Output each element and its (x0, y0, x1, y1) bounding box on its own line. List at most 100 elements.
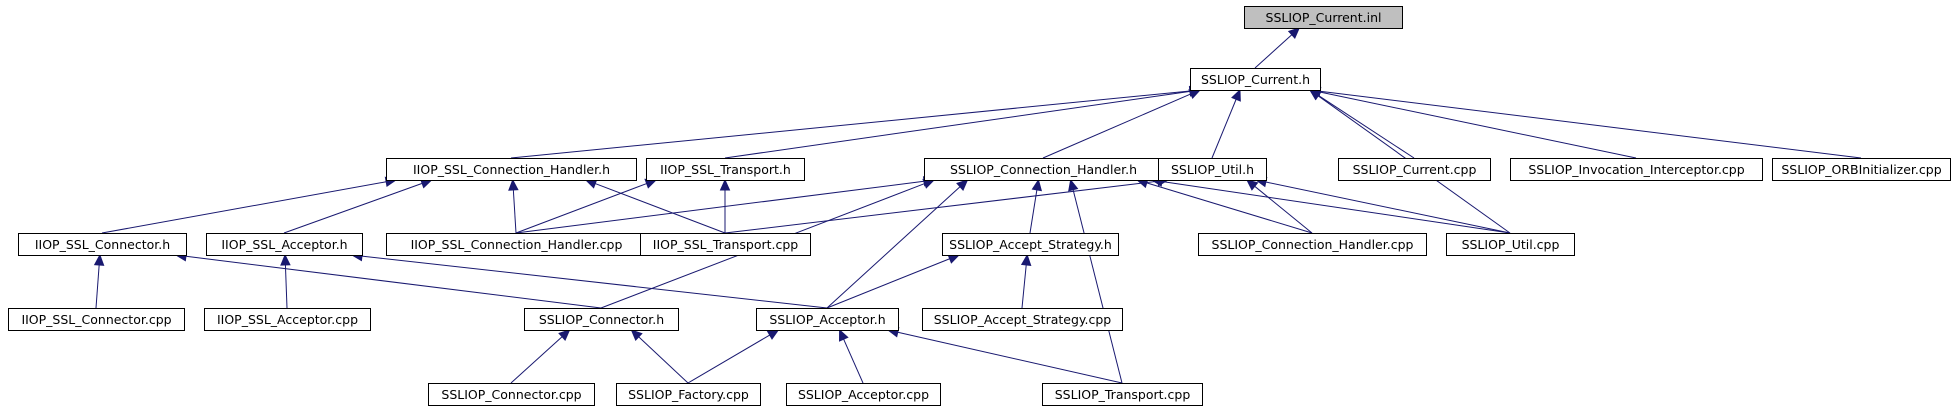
arrowhead-accept_strategy_h-to-ssliop_conn_handler_h (1031, 178, 1043, 192)
file-node-accept-strategy-h[interactable]: SSLIOP_Accept_Strategy.h (942, 233, 1119, 256)
edge-factory_cpp-to-ssliop_connector_h (638, 336, 689, 384)
edge-ssliop_connector_h-to-iiop_connector_h (185, 255, 602, 309)
edge-iiop_conn_handler_cpp-to-iiop_conn_handler_h (512, 189, 517, 234)
arrowhead-ssliop_util_cpp-to-current_h (1309, 89, 1322, 101)
file-node-box (428, 383, 595, 406)
file-node-label: SSLIOP_Current.cpp (1353, 162, 1477, 177)
edge-orbinitializer_cpp-to-current_h (1319, 90, 1862, 159)
file-node-iiop-connector-h[interactable]: IIOP_SSL_Connector.h (18, 233, 187, 256)
file-node-iiop-transport-h[interactable]: IIOP_SSL_Transport.h (646, 158, 805, 181)
file-node-label: IIOP_SSL_Connector.cpp (21, 312, 171, 327)
edge-iiop_connector_h-to-iiop_conn_handler_h (101, 181, 387, 234)
file-node-ssliop-acceptor-h[interactable]: SSLIOP_Acceptor.h (756, 308, 899, 331)
file-node-current-cpp[interactable]: SSLIOP_Current.cpp (1338, 158, 1491, 181)
file-node-ssliop-conn-handler-h[interactable]: SSLIOP_Connection_Handler.h (924, 158, 1163, 181)
file-node-label: SSLIOP_Accept_Strategy.cpp (934, 312, 1112, 327)
file-node-ssliop-transport-cpp[interactable]: SSLIOP_Transport.cpp (1042, 383, 1203, 406)
file-node-box (640, 233, 811, 256)
file-node-label: SSLIOP_Transport.cpp (1055, 387, 1191, 402)
edge-iiop_transport_cpp-to-iiop_conn_handler_h (595, 183, 726, 234)
file-node-iiop-transport-cpp[interactable]: IIOP_SSL_Transport.cpp (640, 233, 811, 256)
edge-iiop_conn_handler_cpp-to-ssliop_conn_handler_h (515, 180, 925, 234)
edge-factory_cpp-to-ssliop_acceptor_h (687, 334, 770, 384)
file-node-box (1338, 158, 1491, 181)
file-node-iiop-acceptor-cpp[interactable]: IIOP_SSL_Acceptor.cpp (204, 308, 371, 331)
arrowhead-iiop_connector_cpp-to-iiop_connector_h (93, 253, 105, 266)
file-node-iiop-acceptor-h[interactable]: IIOP_SSL_Acceptor.h (206, 233, 363, 256)
arrowhead-iiop_conn_handler_cpp-to-iiop_conn_handler_h (508, 178, 519, 191)
edge-ssliop_connector_cpp-to-ssliop_connector_h (510, 336, 563, 384)
file-node-ssliop-acceptor-cpp[interactable]: SSLIOP_Acceptor.cpp (786, 383, 941, 406)
file-node-box (1042, 383, 1203, 406)
file-node-box (386, 158, 637, 181)
edge-iiop_conn_handler_cpp-to-iiop_transport_h (515, 183, 647, 234)
file-node-iiop-connector-cpp[interactable]: IIOP_SSL_Connector.cpp (8, 308, 185, 331)
file-node-iiop-conn-handler-h[interactable]: IIOP_SSL_Connection_Handler.h (386, 158, 637, 181)
file-node-box (1244, 6, 1403, 29)
file-node-ssliop-util-cpp[interactable]: SSLIOP_Util.cpp (1446, 233, 1575, 256)
file-node-label: IIOP_SSL_Connector.h (35, 237, 170, 252)
file-node-box (646, 158, 805, 181)
edge-iiop_connector_cpp-to-iiop_connector_h (95, 264, 100, 309)
file-node-label: SSLIOP_Util.h (1171, 162, 1254, 177)
edge-iiop_acceptor_cpp-to-iiop_acceptor_h (284, 264, 288, 309)
file-node-label: SSLIOP_ORBInitializer.cpp (1781, 162, 1941, 177)
arrowhead-ssliop_acceptor_cpp-to-ssliop_acceptor_h (839, 328, 849, 342)
edge-ssliop_transport_cpp-to-ssliop_conn_handler_h (1072, 189, 1123, 384)
node-layer: SSLIOP_Current.inlSSLIOP_Current.hIIOP_S… (8, 6, 1951, 406)
file-node-factory-cpp[interactable]: SSLIOP_Factory.cpp (616, 383, 761, 406)
edge-iiop_transport_h-to-current_h (724, 90, 1191, 159)
arrowhead-ssliop_acceptor_h-to-ssliop_conn_handler_h (956, 179, 969, 191)
edge-ssliop_acceptor_h-to-iiop_acceptor_h (361, 255, 828, 309)
arrowhead-ssliop_util_h-to-current_h (1231, 88, 1241, 102)
arrowhead-ssliop_conn_handler_h-to-current_h (1188, 89, 1202, 100)
arrowhead-iiop_transport_cpp-to-iiop_transport_h (719, 178, 731, 191)
edge-accept_strategy_cpp-to-accept_strategy_h (1021, 264, 1027, 309)
file-node-label: SSLIOP_Invocation_Interceptor.cpp (1528, 162, 1744, 177)
file-node-box (206, 233, 363, 256)
file-node-current-inl[interactable]: SSLIOP_Current.inl (1244, 6, 1403, 29)
edge-iiop_acceptor_h-to-iiop_conn_handler_h (283, 182, 423, 234)
edge-ssliop_util_cpp-to-ssliop_util_h (1265, 181, 1511, 234)
file-node-box (18, 233, 187, 256)
edge-ssliop_util_h-to-current_h (1211, 99, 1237, 159)
file-node-ssliop-conn-handler-cpp[interactable]: SSLIOP_Connection_Handler.cpp (1198, 233, 1427, 256)
edge-ssliop_util_cpp-to-ssliop_conn_handler_h (1161, 180, 1511, 234)
file-node-ssliop-connector-cpp[interactable]: SSLIOP_Connector.cpp (428, 383, 595, 406)
arrowhead-ssliop_transport_cpp-to-ssliop_conn_handler_h (1068, 178, 1079, 192)
file-node-box (616, 383, 761, 406)
file-node-box (1772, 158, 1951, 181)
file-node-box (204, 308, 371, 331)
arrowhead-factory_cpp-to-ssliop_acceptor_h (766, 329, 780, 340)
file-node-ssliop-util-h[interactable]: SSLIOP_Util.h (1158, 158, 1267, 181)
file-node-box (1446, 233, 1575, 256)
file-node-ssliop-connector-h[interactable]: SSLIOP_Connector.h (524, 308, 679, 331)
file-node-box (8, 308, 185, 331)
file-node-current-h[interactable]: SSLIOP_Current.h (1190, 68, 1321, 91)
file-node-box (756, 308, 899, 331)
file-node-orbinitializer-cpp[interactable]: SSLIOP_ORBInitializer.cpp (1772, 158, 1951, 181)
file-node-box (1190, 68, 1321, 91)
file-node-label: IIOP_SSL_Acceptor.cpp (217, 312, 358, 327)
arrowhead-ssliop_connector_cpp-to-ssliop_connector_h (558, 329, 571, 341)
file-node-invocation-interceptor-cpp[interactable]: SSLIOP_Invocation_Interceptor.cpp (1510, 158, 1763, 181)
arrowhead-factory_cpp-to-ssliop_connector_h (630, 329, 643, 342)
edge-ssliop_conn_handler_cpp-to-ssliop_conn_handler_h (1146, 182, 1313, 234)
edge-iiop_conn_handler_h-to-current_h (510, 90, 1191, 159)
file-node-box (1158, 158, 1267, 181)
file-node-label: SSLIOP_Connector.cpp (441, 387, 581, 402)
file-node-box (786, 383, 941, 406)
file-node-accept-strategy-cpp[interactable]: SSLIOP_Accept_Strategy.cpp (922, 308, 1123, 331)
edge-current_h-to-current_inl (1254, 34, 1293, 69)
arrowhead-iiop_acceptor_cpp-to-iiop_acceptor_h (280, 253, 291, 266)
file-node-box (524, 308, 679, 331)
file-node-label: SSLIOP_Factory.cpp (628, 387, 749, 402)
file-node-label: IIOP_SSL_Transport.h (660, 162, 791, 177)
edge-invocation_interceptor_cpp-to-current_h (1319, 91, 1637, 159)
file-node-box (1510, 158, 1763, 181)
file-node-label: SSLIOP_Accept_Strategy.h (949, 237, 1112, 252)
file-node-iiop-conn-handler-cpp[interactable]: IIOP_SSL_Connection_Handler.cpp (386, 233, 647, 256)
arrowhead-current_h-to-current_inl (1287, 27, 1301, 39)
edge-ssliop_transport_cpp-to-ssliop_acceptor_h (897, 331, 1123, 384)
edge-ssliop_conn_handler_h-to-current_h (1042, 93, 1192, 159)
